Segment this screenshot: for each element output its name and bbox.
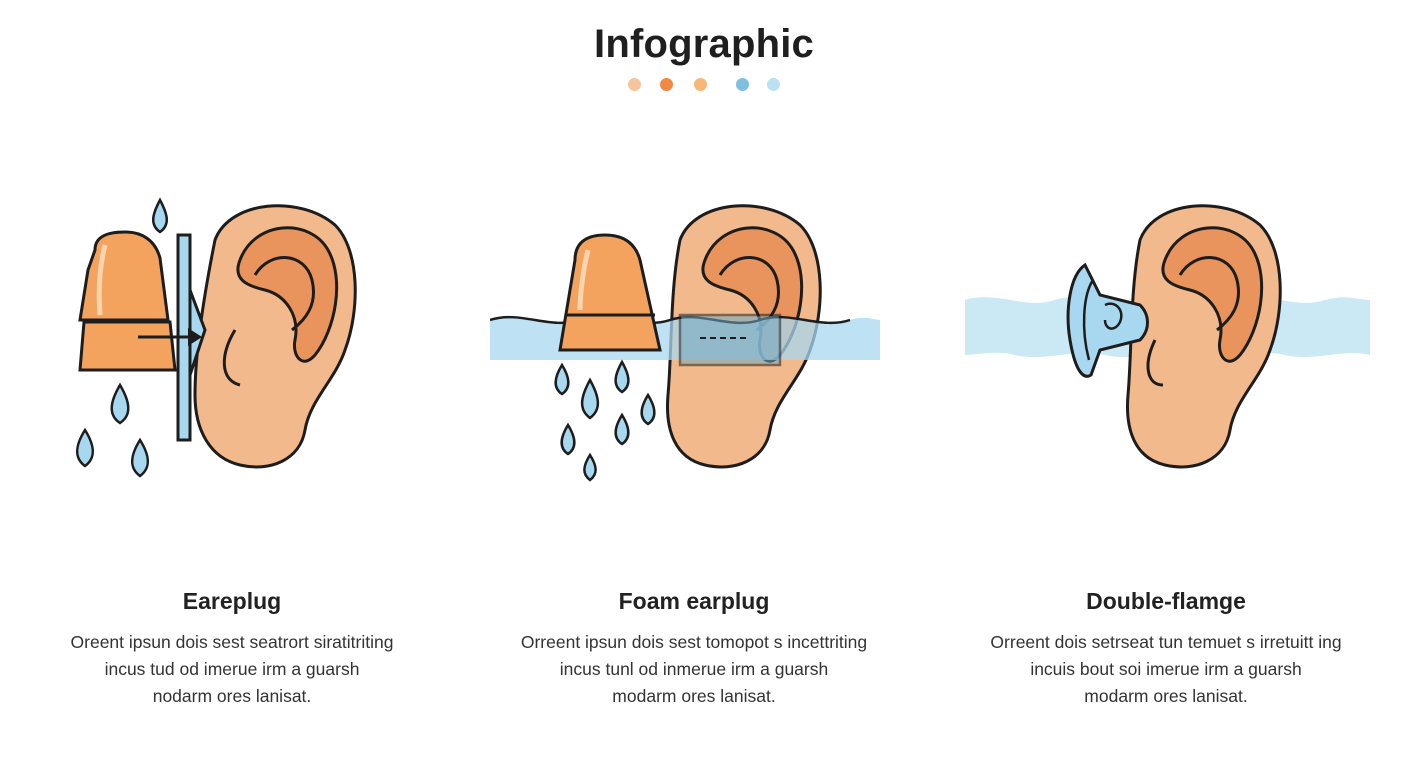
panel-description: Orreent dois setrseat tun temuet s irret… bbox=[946, 629, 1386, 710]
description-line: Oreent ipsun dois sest seatrort siratitr… bbox=[70, 632, 394, 652]
panel-2-text: Foam earplug Orreent ipsun dois sest tom… bbox=[474, 588, 914, 710]
description-line: Orreent dois setrseat tun temuet s irret… bbox=[990, 632, 1342, 652]
panel-title: Double-flamge bbox=[1086, 588, 1246, 614]
dot bbox=[660, 78, 673, 91]
description-line: incus tud od imerue irm a guarsh bbox=[104, 659, 360, 679]
ear-icon bbox=[1125, 204, 1282, 469]
description-line: incuis bout soi imerue irm a guarsh bbox=[1030, 659, 1302, 679]
dot bbox=[628, 78, 641, 91]
panel-description: Oreent ipsun dois sest seatrort siratitr… bbox=[12, 629, 452, 710]
description-line: modarm ores lanisat. bbox=[612, 686, 776, 706]
panel-1-illustration bbox=[75, 197, 357, 478]
ear-icon bbox=[193, 204, 357, 469]
panel-2-illustration bbox=[490, 204, 880, 482]
foam-earplug-icon bbox=[558, 233, 662, 352]
double-flange-earplug-icon bbox=[1066, 262, 1149, 378]
water-drop-icon bbox=[554, 359, 656, 482]
dot bbox=[736, 78, 749, 91]
page-title: Infographic bbox=[594, 22, 814, 66]
earplug-icon bbox=[78, 230, 177, 372]
panel-title: Foam earplug bbox=[618, 588, 770, 614]
panel-3-illustration bbox=[965, 204, 1370, 469]
water-wave-icon bbox=[490, 313, 880, 367]
description-line: nodarm ores lanisat. bbox=[152, 686, 312, 706]
panel-3-text: Double-flamge Orreent dois setrseat tun … bbox=[946, 588, 1386, 710]
panel-1-text: Eareplug Oreent ipsun dois sest seatrort… bbox=[12, 588, 452, 710]
dot bbox=[694, 78, 707, 91]
panel-title: Eareplug bbox=[182, 588, 282, 614]
panel-description: Orreent ipsun dois sest tomopot s incett… bbox=[474, 629, 914, 710]
water-drop-icon bbox=[75, 197, 168, 478]
dot bbox=[767, 78, 780, 91]
arrow-icon bbox=[138, 328, 202, 346]
description-line: incus tunl od inmerue irm a guarsh bbox=[559, 659, 829, 679]
description-line: modarm ores lanisat. bbox=[1084, 686, 1248, 706]
description-line: Orreent ipsun dois sest tomopot s incett… bbox=[520, 632, 868, 652]
decorative-dots bbox=[0, 78, 1408, 92]
